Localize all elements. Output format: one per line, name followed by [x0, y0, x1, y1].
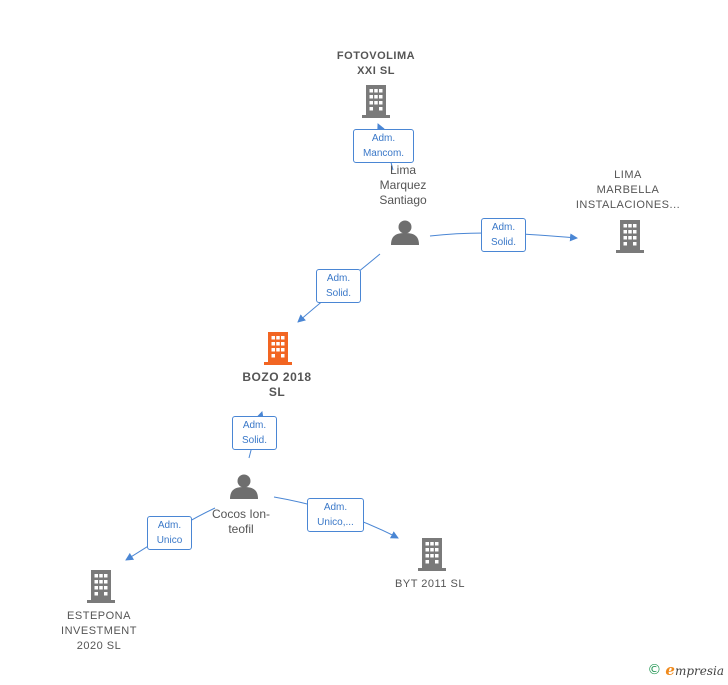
edge-label-e3[interactable]: Adm. Solid. — [316, 269, 361, 303]
node-label-cocos[interactable]: Cocos Ion- teofil — [211, 507, 271, 536]
edge-label-e4[interactable]: Adm. Solid. — [232, 416, 277, 450]
building-icon[interactable] — [418, 538, 446, 571]
edge-label-e1[interactable]: Adm. Mancom. — [353, 129, 414, 163]
edge-label-e6[interactable]: Adm. Unico,... — [307, 498, 364, 532]
building-icon[interactable] — [616, 220, 644, 253]
building-icon[interactable] — [264, 332, 292, 365]
node-label-bozo[interactable]: BOZO 2018 SL — [242, 370, 312, 399]
node-label-fotovolima[interactable]: FOTOVOLIMA XXI SL — [336, 50, 416, 77]
edge-label-e5[interactable]: Adm. Unico — [147, 516, 192, 550]
node-label-lima-marquez[interactable]: Lima Marquez Santiago — [379, 163, 427, 207]
node-label-lima-marbella[interactable]: LIMA MARBELLA INSTALACIONES... — [575, 169, 681, 211]
person-icon[interactable] — [230, 474, 258, 500]
brand-footer: © empresia — [647, 661, 724, 679]
building-icon[interactable] — [87, 570, 115, 603]
brand-logo[interactable]: empresia — [665, 661, 724, 679]
node-label-byt[interactable]: BYT 2011 SL — [395, 578, 465, 590]
node-label-estepona[interactable]: ESTEPONA INVESTMENT 2020 SL — [61, 610, 137, 652]
person-icon[interactable] — [391, 220, 419, 246]
building-icon[interactable] — [362, 85, 390, 118]
edge-label-e2[interactable]: Adm. Solid. — [481, 218, 526, 252]
copyright-icon: © — [647, 662, 662, 678]
